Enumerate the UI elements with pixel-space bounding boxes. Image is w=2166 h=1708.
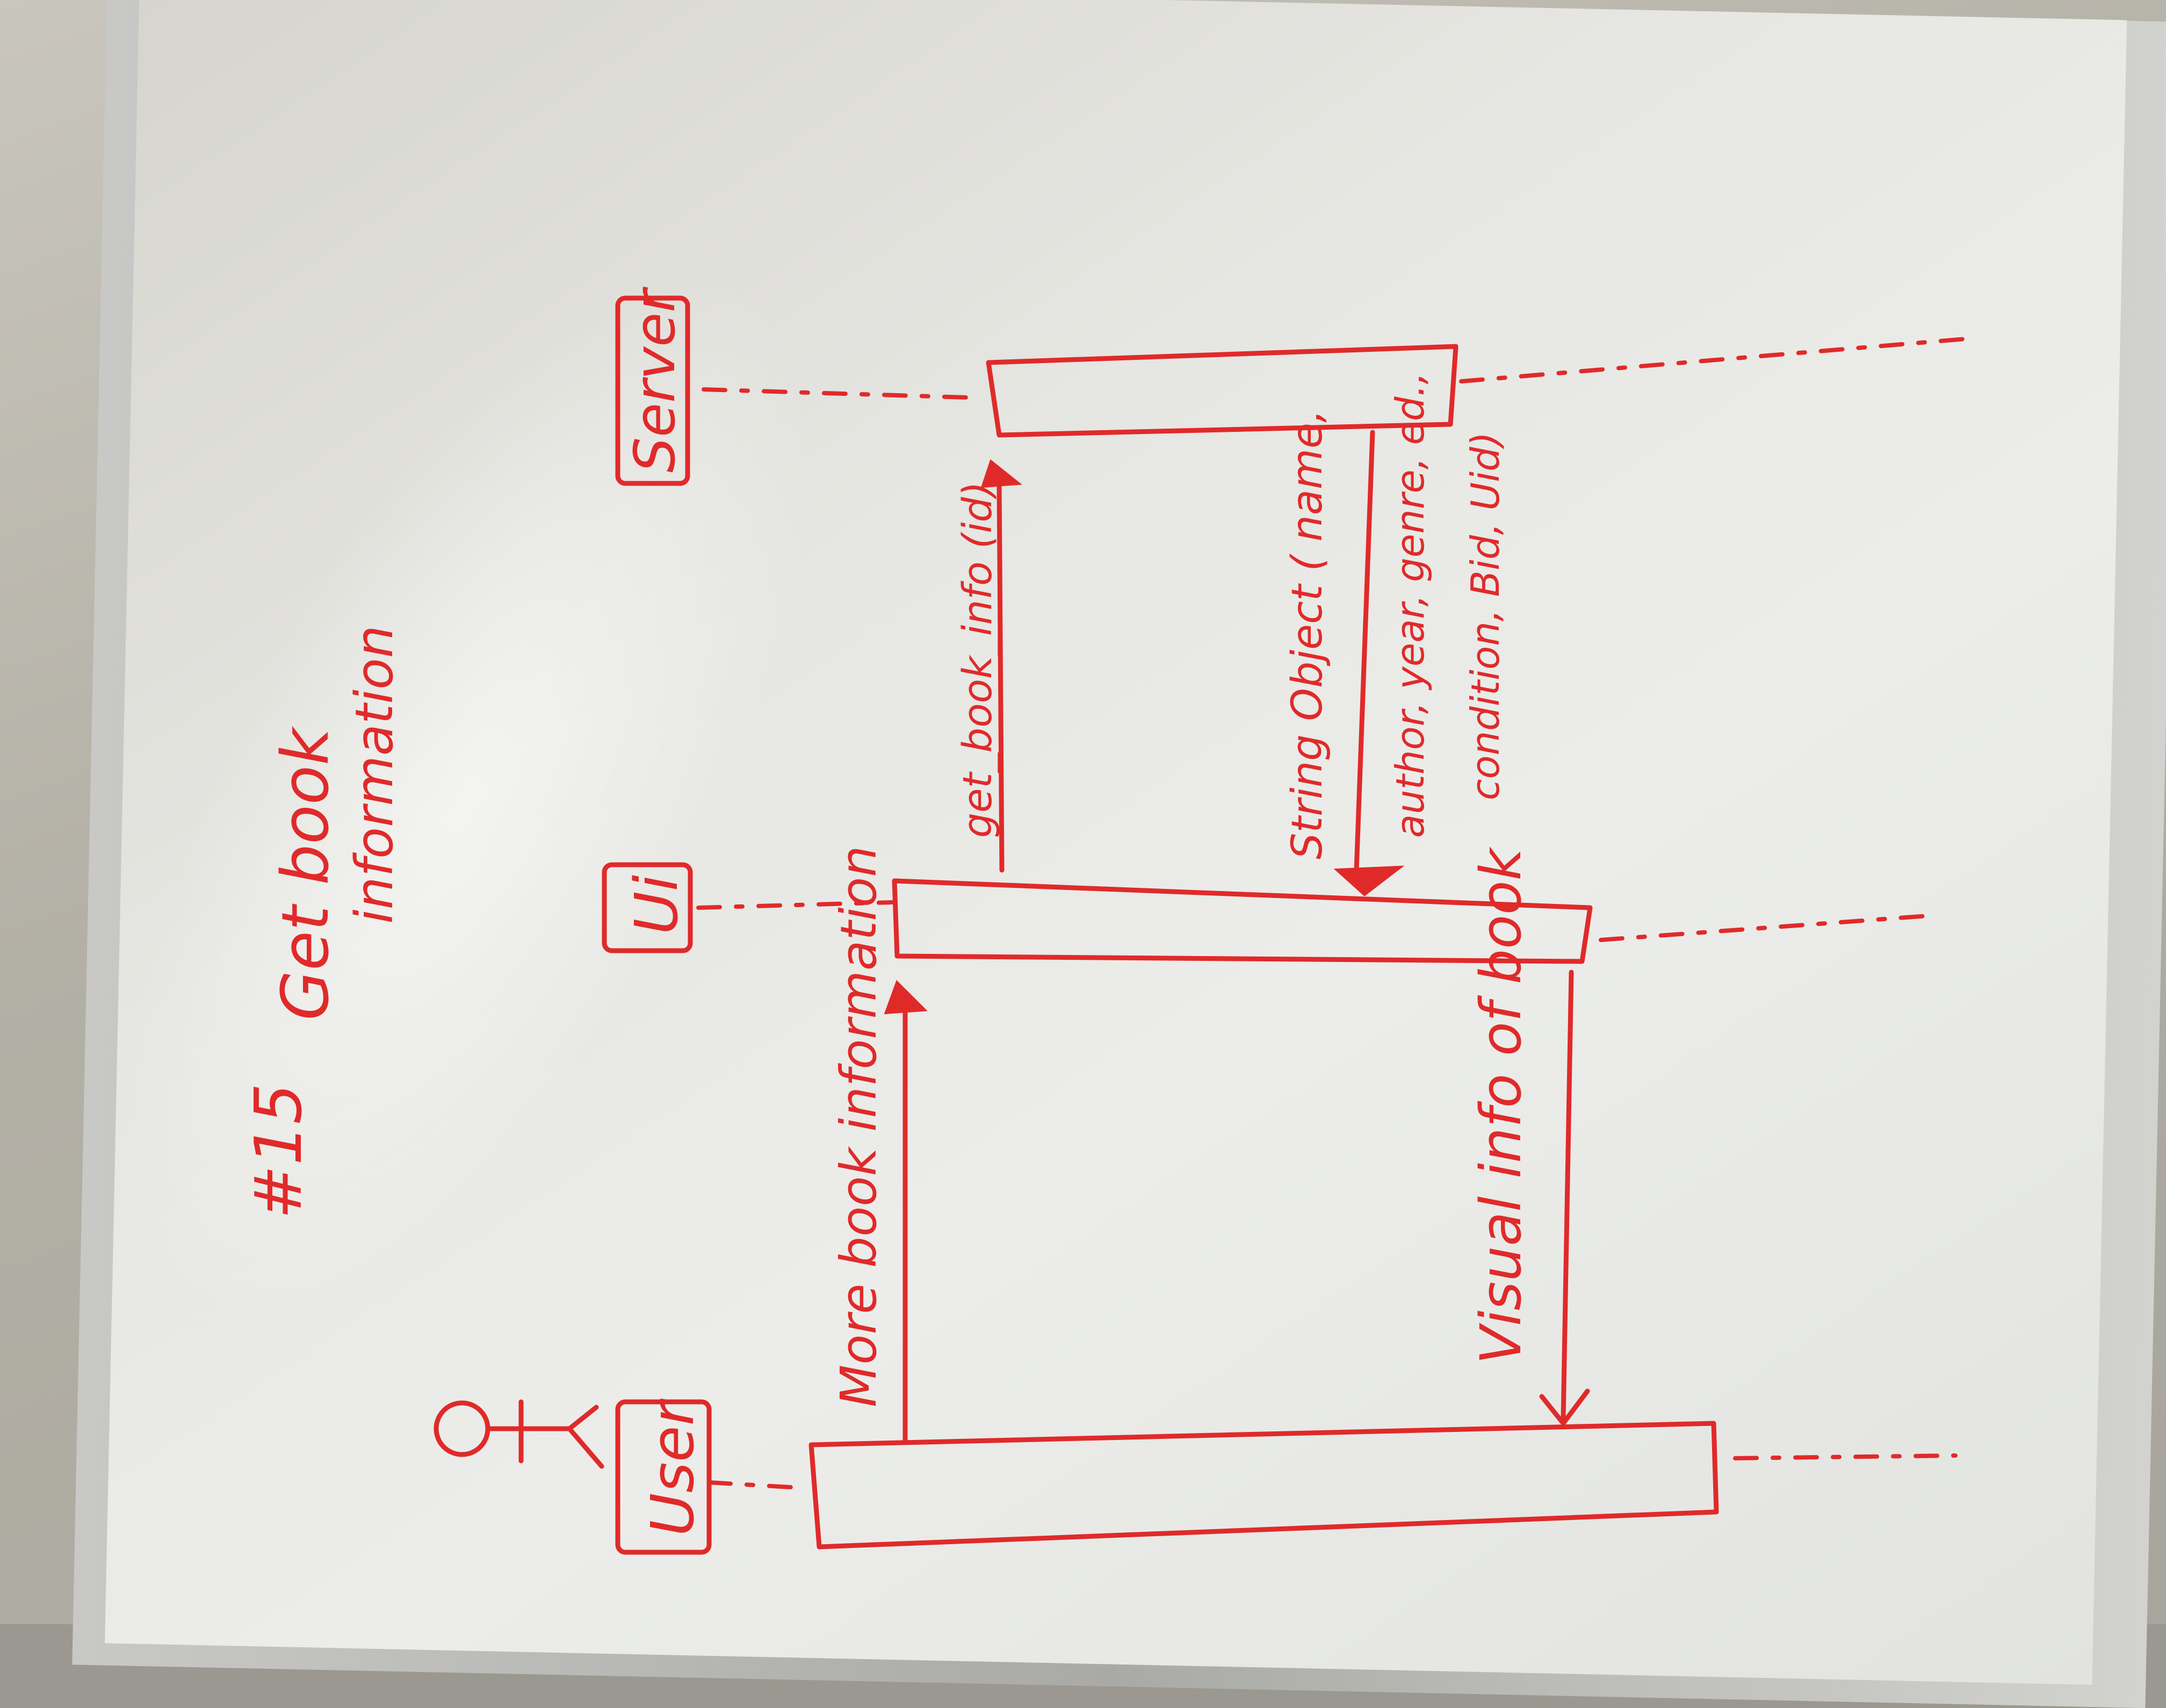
ui-activation-bar xyxy=(892,878,1593,964)
title-number: #15 xyxy=(242,1083,316,1219)
server-label-box xyxy=(615,295,690,486)
title-line-1: Get book xyxy=(269,726,343,1021)
user-activation-bar xyxy=(808,1421,1719,1550)
arrow-line xyxy=(1561,969,1574,1421)
server-lifeline-right xyxy=(1459,336,1974,383)
diagram-title-text: Get book xyxy=(269,726,343,1021)
message-ui-to-user: Visual info of book xyxy=(1468,846,1590,1426)
sequence-diagram: #15 Get book information User Ui Server xyxy=(242,286,1974,1555)
user-lifeline-right xyxy=(1733,1453,1958,1460)
arrow-line xyxy=(1354,430,1375,873)
title-line-2: information xyxy=(344,625,405,924)
message-label: More book information xyxy=(830,846,887,1407)
ui-label-box xyxy=(602,862,693,953)
message-label: get_book_info (id) xyxy=(955,482,1001,838)
message-label-line-3: condition, Bid, Uid) xyxy=(1463,432,1508,800)
ui-lifeline-right xyxy=(1599,914,1931,942)
server-label: Server xyxy=(622,286,688,473)
arrow-head-icon xyxy=(980,459,1022,488)
message-label-line-2: author, year, genre, ed., xyxy=(1388,372,1433,838)
arrow-head-icon xyxy=(1333,865,1405,896)
message-label: Visual info of book xyxy=(1468,846,1534,1364)
server-activation-bar xyxy=(986,344,1459,438)
arrow-head-icon xyxy=(1539,1388,1590,1426)
ui-label: Ui xyxy=(622,874,691,935)
participant-ui: Ui xyxy=(602,862,693,953)
user-lifeline-left xyxy=(707,1480,803,1490)
message-user-to-ui: More book information xyxy=(830,846,928,1442)
message-ui-to-server: get_book_info (id) xyxy=(955,459,1022,873)
participant-user: User xyxy=(434,1399,712,1555)
participant-server: Server xyxy=(615,286,690,486)
user-label-box xyxy=(615,1399,712,1555)
user-label: User xyxy=(638,1399,707,1536)
ui-lifeline-left xyxy=(696,900,894,910)
actor-icon xyxy=(434,1399,604,1469)
arrow-head-icon xyxy=(884,980,928,1015)
server-lifeline-left xyxy=(702,387,969,400)
diagram-title-line2-group: information xyxy=(344,625,405,924)
message-label-line-1: String Object ( name, xyxy=(1283,409,1332,859)
arrow-line xyxy=(997,481,1005,873)
diagram-title: #15 xyxy=(242,1083,316,1219)
message-server-to-ui: String Object ( name, author, year, genr… xyxy=(1283,372,1508,896)
